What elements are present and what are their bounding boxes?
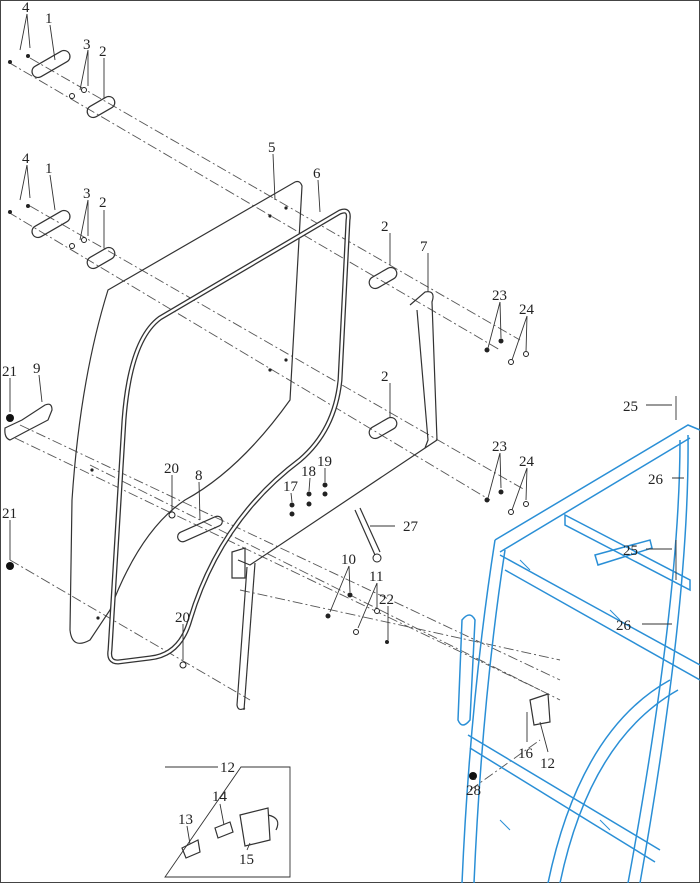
callout-1: 1 — [45, 161, 53, 177]
callout-21: 21 — [2, 364, 17, 380]
callout-17: 17 — [283, 479, 299, 495]
callout-4: 4 — [22, 151, 30, 167]
callout-3: 3 — [83, 37, 91, 53]
callout-20: 20 — [164, 461, 179, 477]
door-latch — [529, 693, 551, 726]
door-seal — [107, 208, 351, 665]
callout-25: 25 — [623, 543, 638, 559]
callout-20: 20 — [175, 610, 190, 626]
callout-2: 2 — [381, 369, 389, 385]
callout-19: 19 — [317, 454, 332, 470]
hinge-plate-right-upper — [368, 266, 398, 290]
callout-12: 12 — [540, 756, 555, 772]
callout-18: 18 — [301, 464, 316, 480]
callout-27: 27 — [403, 519, 419, 535]
callout-15: 15 — [239, 852, 254, 868]
callout-5: 5 — [268, 140, 276, 156]
callout-16: 16 — [518, 746, 534, 762]
callout-28: 28 — [466, 783, 481, 799]
callout-23: 23 — [492, 288, 507, 304]
door-frame-arm — [231, 291, 438, 711]
callout-26: 26 — [616, 618, 632, 634]
door-handle — [4, 403, 53, 570]
callout-6: 6 — [313, 166, 321, 182]
callout-11: 11 — [369, 569, 383, 585]
callout-3: 3 — [83, 186, 91, 202]
leader-lines — [9, 13, 684, 851]
callout-13: 13 — [178, 812, 193, 828]
hinge-plate-top — [8, 49, 116, 119]
callout-14: 14 — [212, 789, 228, 805]
door-glass — [69, 180, 303, 644]
assembly-lines — [7, 57, 561, 791]
callout-labels: 4 1 3 2 5 6 4 1 3 2 2 7 23 24 21 9 2 25 … — [2, 0, 664, 868]
strap — [177, 515, 223, 543]
callout-1: 1 — [45, 11, 53, 27]
callout-2: 2 — [381, 219, 389, 235]
callout-12-inset: 12 — [220, 760, 235, 776]
callout-4: 4 — [22, 0, 30, 16]
hinge-plate-middle — [8, 204, 116, 270]
callout-21: 21 — [2, 506, 17, 522]
hinge-plate-right-lower — [368, 416, 398, 440]
callout-7: 7 — [420, 239, 428, 255]
fasteners — [289, 338, 529, 644]
detail-inset — [164, 766, 291, 878]
callout-24: 24 — [519, 302, 535, 318]
callout-26: 26 — [648, 472, 664, 488]
callout-2: 2 — [99, 195, 107, 211]
cab-frame — [457, 396, 700, 883]
callout-8: 8 — [195, 468, 203, 484]
callout-2: 2 — [99, 44, 107, 60]
callout-9: 9 — [33, 361, 41, 377]
callout-24: 24 — [519, 454, 535, 470]
callout-23: 23 — [492, 439, 507, 455]
callout-10: 10 — [341, 552, 356, 568]
callout-22: 22 — [379, 592, 394, 608]
callout-25: 25 — [623, 399, 638, 415]
